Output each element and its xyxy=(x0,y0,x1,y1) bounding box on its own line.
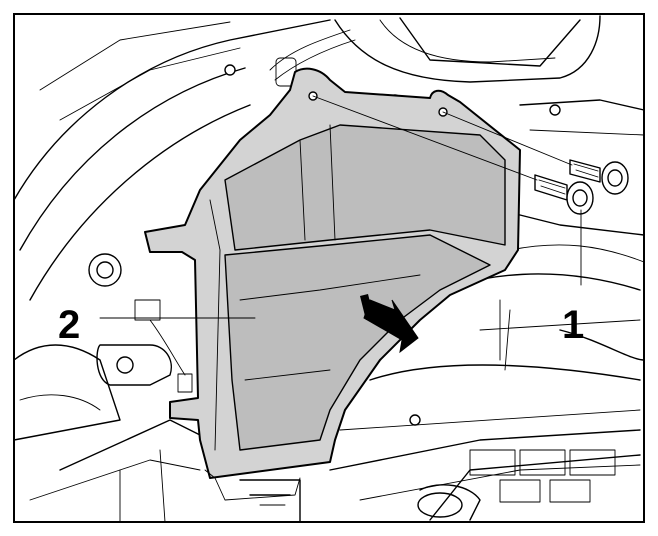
bolt-icon xyxy=(534,174,594,215)
callout-2: 2 xyxy=(58,303,80,347)
bolt-alignment-line xyxy=(312,95,538,181)
callout-1: 1 xyxy=(562,303,584,347)
cover-panel-part-2 xyxy=(144,67,521,501)
bolt-icon xyxy=(569,159,629,195)
direction-arrow-icon xyxy=(360,294,419,354)
bolt-alignment-line xyxy=(442,111,573,166)
